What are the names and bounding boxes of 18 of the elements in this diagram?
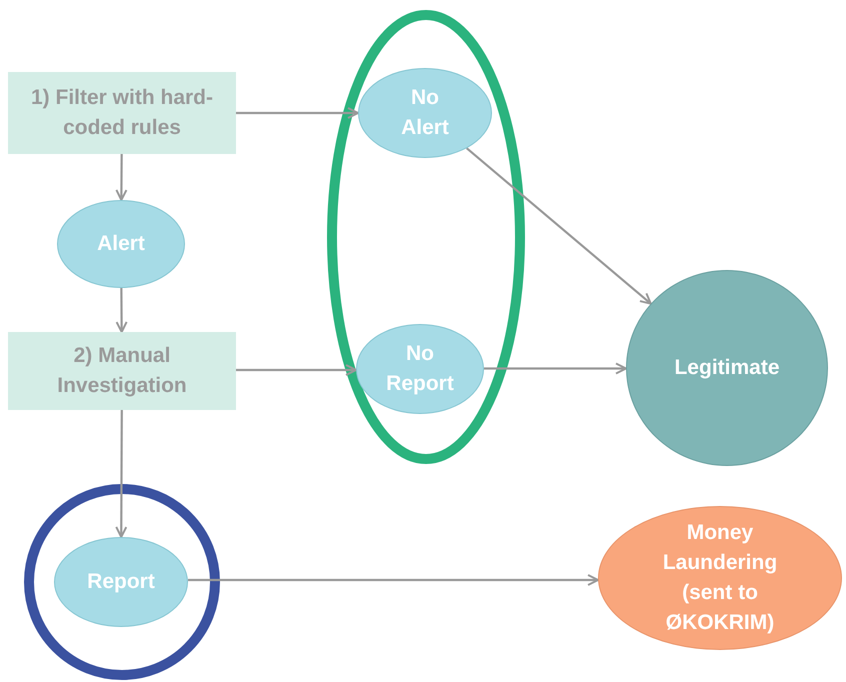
node-label: Money Laundering (sent to ØKOKRIM) — [662, 520, 778, 636]
process-box — [8, 72, 236, 154]
arrow — [484, 362, 627, 374]
node-label: 2) Manual Investigation — [56, 343, 188, 399]
arrow — [236, 107, 359, 119]
arrow — [115, 154, 128, 201]
arrow — [116, 288, 128, 333]
node-label: No Alert — [400, 85, 450, 141]
node-label: Legitimate — [674, 355, 780, 381]
arrow — [188, 574, 600, 586]
node-label: 1) Filter with hard-coded rules — [30, 85, 214, 141]
process-box — [8, 332, 236, 410]
node-label: Alert — [97, 231, 145, 257]
node-label: Report — [87, 569, 155, 595]
arrow — [115, 410, 128, 538]
node-label: No Report — [385, 341, 455, 397]
arrow — [466, 147, 652, 305]
arrow — [236, 364, 358, 376]
